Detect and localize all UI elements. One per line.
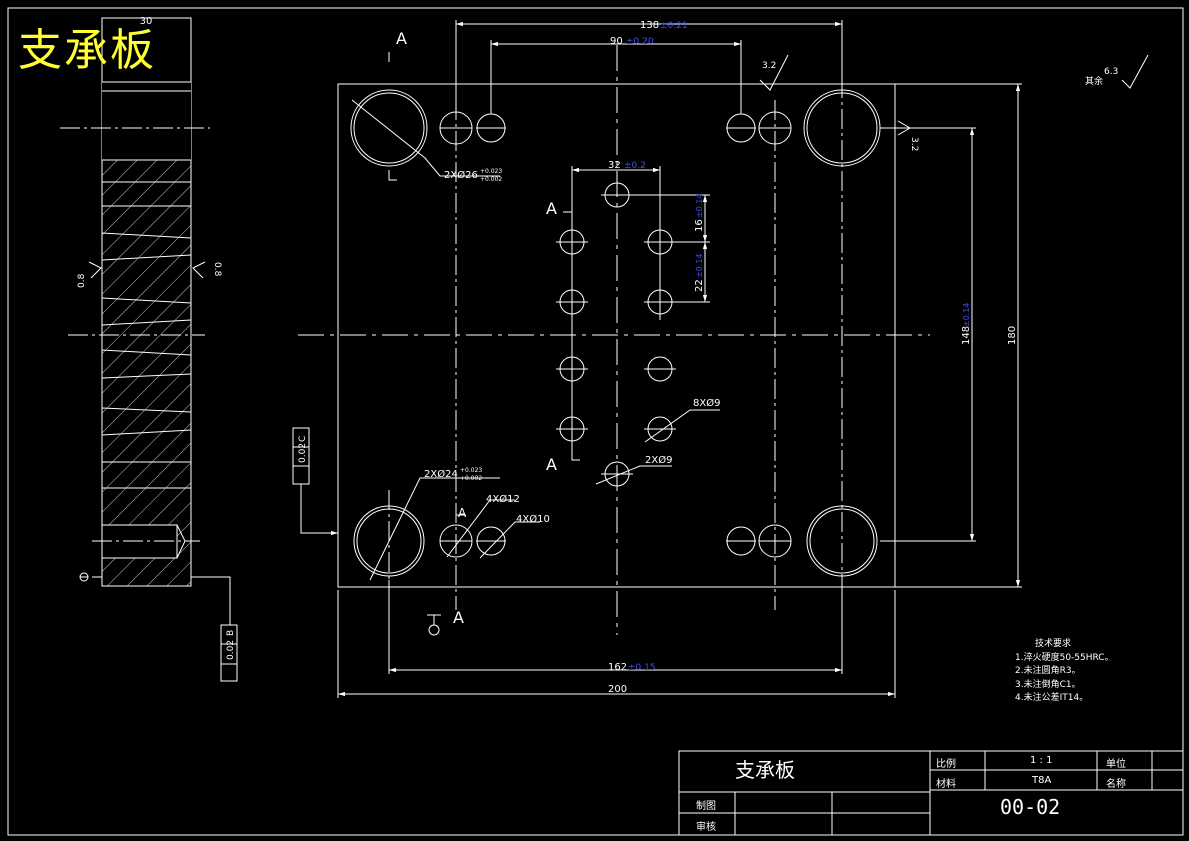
scale-value: 1 : 1: [1030, 755, 1053, 766]
svg-text:200: 200: [608, 684, 627, 695]
hole-tolerance-labels: +0.023 +0.002 +0.023 +0.002: [460, 168, 502, 482]
tech-heading: 技术要求: [1035, 639, 1072, 649]
dim-22: 22: [694, 279, 705, 292]
svg-text:A: A: [453, 608, 464, 627]
svg-text:A: A: [546, 199, 557, 218]
roughness-left-label: 0.8: [77, 273, 87, 288]
svg-text:±0.21: ±0.21: [660, 21, 688, 31]
svg-text:+0.002: +0.002: [480, 176, 502, 183]
svg-text:2XØ26: 2XØ26: [444, 169, 478, 181]
svg-text:±0.20: ±0.20: [626, 37, 654, 47]
tol-16: ±0.14: [695, 193, 704, 218]
tol-148: ±0.14: [962, 302, 971, 327]
svg-text:+0.002: +0.002: [460, 475, 482, 482]
svg-text:A: A: [396, 29, 407, 48]
tech-item: 4.未注公差IT14。: [1015, 693, 1089, 703]
dimension-labels: 138 90 32 162 200 2XØ26 2XØ24 4XØ12 4XØ1…: [424, 20, 1118, 695]
material-label: 材料: [936, 779, 956, 790]
svg-text:8XØ9: 8XØ9: [693, 397, 720, 409]
svg-text:2XØ24: 2XØ24: [424, 468, 458, 480]
svg-text:6.3: 6.3: [1104, 67, 1118, 77]
tol-22: ±0.14: [695, 253, 704, 278]
tolerance-b-value: 0.02: [226, 640, 236, 660]
roughness-right-label: 3.2: [909, 137, 919, 151]
svg-text:4XØ12: 4XØ12: [486, 493, 520, 505]
tech-item: 3.未注倒角C1。: [1015, 679, 1081, 690]
drawing-border: [7, 7, 1184, 836]
svg-text:其余: 其余: [1085, 75, 1103, 87]
drawing-number: 00-02: [1000, 795, 1061, 819]
drawn-label: 制图: [696, 801, 716, 812]
drawing-title: 支承板: [18, 25, 156, 76]
scale-label: 比例: [936, 759, 956, 770]
technical-requirements: 技术要求 1.淬火硬度50-55HRC。 2.未注圆角R3。 3.未注倒角C1。…: [1015, 638, 1114, 706]
dim-148: 148: [961, 326, 972, 345]
tolerance-labels: ±0.21 ±0.20 ±0.2 ±0.15: [624, 21, 688, 673]
tolerance-c-value: 0.02: [298, 443, 308, 463]
dim-16: 16: [694, 219, 705, 232]
material-value: T8A: [1032, 775, 1052, 786]
svg-text:138: 138: [640, 20, 659, 31]
title-block: [678, 750, 1184, 836]
tech-item: 2.未注圆角R3。: [1015, 666, 1081, 676]
svg-text:+0.023: +0.023: [480, 168, 502, 175]
svg-text:2XØ9: 2XØ9: [645, 454, 672, 466]
plan-view: [292, 20, 1149, 698]
svg-text:90: 90: [610, 36, 623, 47]
svg-text:4XØ10: 4XØ10: [516, 513, 550, 525]
unit-label: 单位: [1106, 759, 1126, 770]
tech-item: 1.淬火硬度50-55HRC。: [1015, 652, 1114, 663]
title-block-part-name: 支承板: [735, 758, 795, 782]
section-marks: A A A A A: [396, 29, 557, 627]
dim-180: 180: [1007, 326, 1018, 345]
svg-text:A: A: [458, 506, 467, 520]
svg-text:+0.023: +0.023: [460, 467, 482, 474]
roughness-left-right-label: 0.8: [212, 262, 222, 277]
side-section-view: [60, 17, 238, 682]
svg-text:32: 32: [608, 160, 621, 171]
svg-text:A: A: [546, 455, 557, 474]
datum-b-label: B: [226, 630, 236, 636]
name-label: 名称: [1106, 779, 1126, 790]
datum-c-label: C: [298, 436, 308, 442]
side-dim-label: 30: [140, 16, 153, 27]
svg-text:162: 162: [608, 662, 627, 673]
svg-text:±0.2: ±0.2: [624, 161, 646, 171]
svg-text:±0.15: ±0.15: [628, 663, 656, 673]
svg-text:3.2: 3.2: [762, 61, 776, 71]
checked-label: 审核: [696, 822, 716, 833]
